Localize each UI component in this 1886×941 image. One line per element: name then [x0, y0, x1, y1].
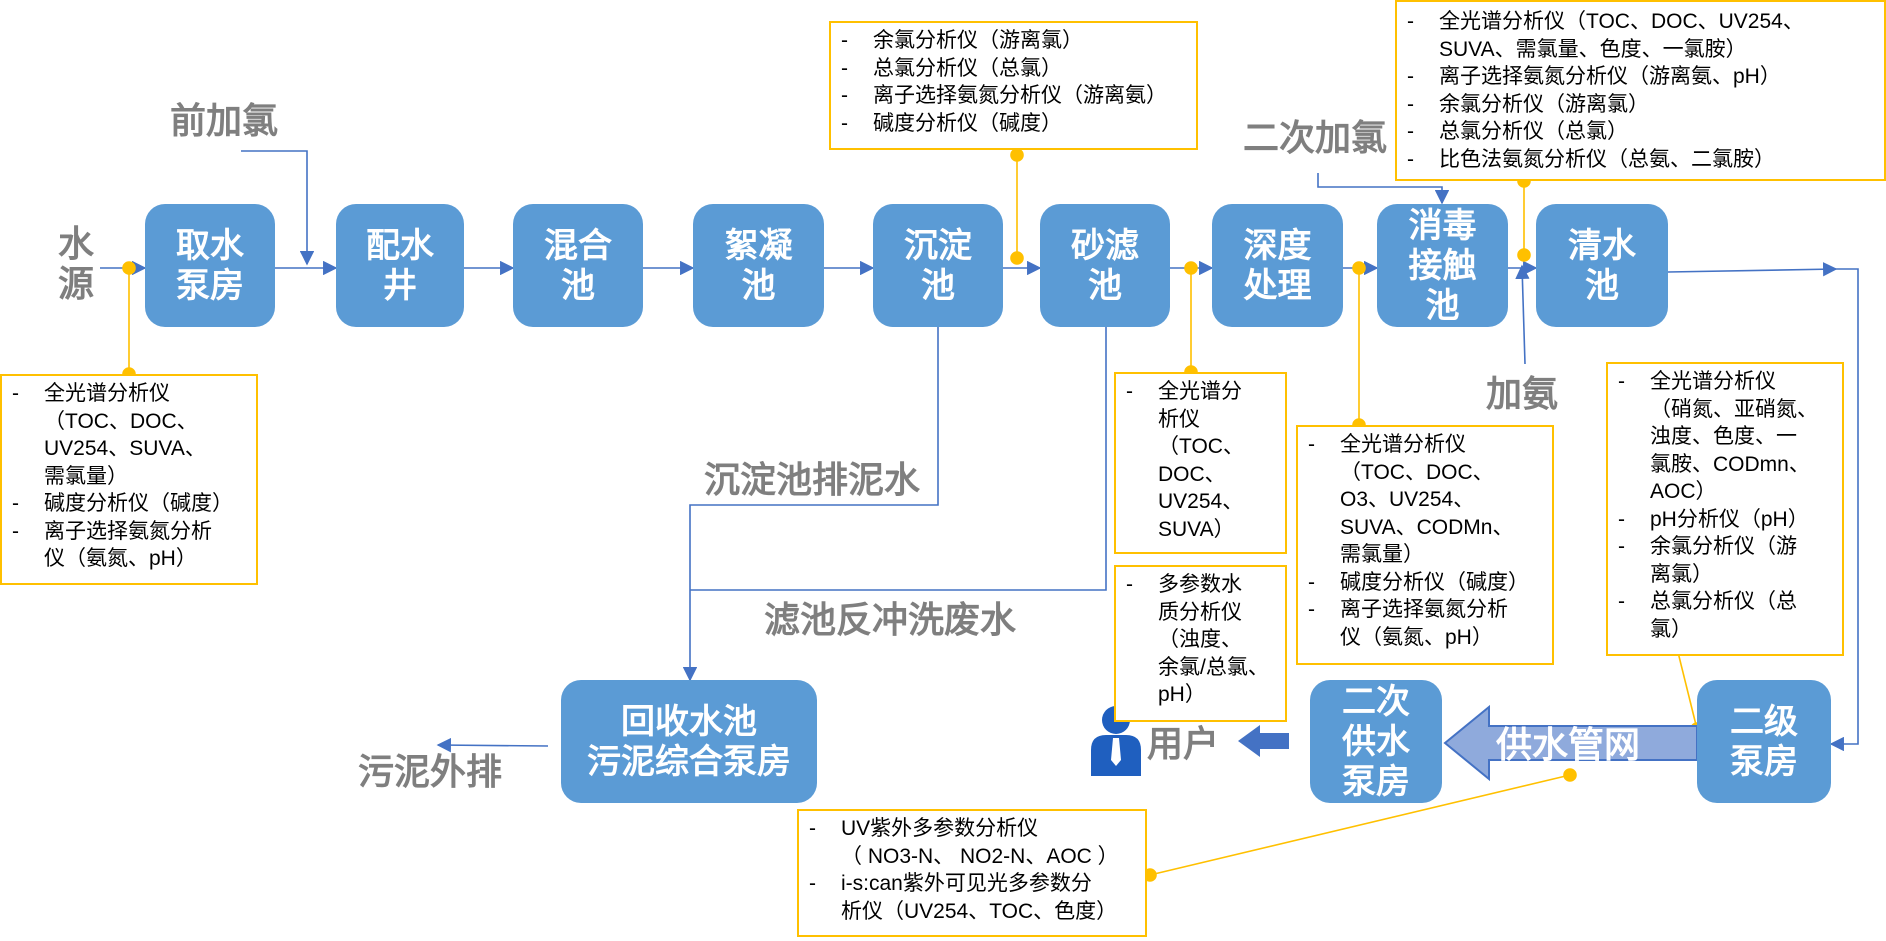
note-item: 余氯分析仪（游 离氯） — [1618, 533, 1834, 588]
label-sludge-out: 污泥外排 — [358, 751, 503, 792]
note-item: 离子选择氨氮分析 仪（氨氮、pH） — [12, 518, 248, 573]
flow-clearwater-out — [1667, 262, 1838, 277]
note-item: 离子选择氨氮分析仪（游离氨、pH） — [1407, 63, 1876, 91]
backwash-line — [690, 327, 1107, 591]
label-filter-backwash: 滤池反冲洗废水 — [764, 599, 1017, 640]
box-second-stage-pump-house: 二级 泵房 — [1697, 680, 1831, 803]
note-item: 总氯分析仪（总 氯） — [1618, 588, 1834, 643]
network-arrow — [1443, 704, 1698, 782]
note-advanced-instruments: 全光谱分析仪 （TOC、DOC、 O3、UV254、 SUVA、CODMn、 需… — [1296, 425, 1554, 665]
box-distribution-well: 配水 井 — [336, 204, 464, 327]
box-intake-pump-house: 取水 泵房 — [145, 204, 275, 327]
label-ammonia: 加氨 — [1486, 373, 1559, 414]
note-item: 离子选择氨氮分析 仪（氨氮、pH） — [1308, 596, 1544, 651]
box-mixing-tank: 混合 池 — [513, 204, 643, 327]
box-secondary-supply-pump-house: 二次 供水 泵房 — [1310, 680, 1442, 803]
note-item: 碱度分析仪（碱度） — [1308, 569, 1544, 597]
label-user: 用户 — [1147, 723, 1220, 764]
box-recovery-sludge-pump-house: 回收水池 污泥综合泵房 — [561, 680, 817, 803]
note-user-instruments: 多参数水 质分析仪 （浊度、 余氯/总氯、 pH） — [1114, 565, 1287, 722]
note-item: pH分析仪（pH） — [1618, 506, 1834, 534]
note-second-pump-instruments: 全光谱分析仪 （硝氮、亚硝氮、 浊度、色度、一 氯胺、CODmn、 AOC） p… — [1606, 362, 1844, 656]
user-arrow — [1238, 725, 1289, 757]
sludge-out-line — [436, 737, 549, 753]
note-item: 全光谱分析仪 （TOC、DOC、 UV254、SUVA、 需氯量） — [12, 380, 248, 490]
label-secondary-chlorination: 二次加氯 — [1243, 117, 1388, 158]
note-item: 全光谱分析仪 （TOC、DOC、 O3、UV254、 SUVA、CODMn、 需… — [1308, 431, 1544, 569]
note-sedimentation-instruments: 余氯分析仪（游离氯） 总氯分析仪（总氯） 离子选择氨氮分析仪（游离氨） 碱度分析… — [829, 21, 1198, 150]
sediment-drain-line — [682, 327, 939, 682]
note-item: 全光谱分析仪（TOC、DOC、UV254、 SUVA、需氯量、色度、一氯胺） — [1407, 8, 1876, 63]
note-item: 余氯分析仪（游离氯） — [841, 27, 1188, 55]
secondary-chlorination-line — [1317, 173, 1450, 205]
ammonia-line — [1515, 264, 1530, 365]
flow-to-second-pump — [1829, 268, 1859, 752]
note-item: 余氯分析仪（游离氯） — [1407, 91, 1876, 119]
box-flocculation-tank: 絮凝 池 — [693, 204, 824, 327]
pre-chlorination-line — [241, 150, 315, 266]
note-item: 碱度分析仪（碱度） — [841, 110, 1188, 138]
box-advanced-treatment: 深度 处理 — [1212, 204, 1343, 327]
label-source: 水 源 — [58, 223, 95, 305]
box-disinfection-contact-tank: 消毒 接触 池 — [1377, 204, 1508, 327]
note-source-instruments: 全光谱分析仪 （TOC、DOC、 UV254、SUVA、 需氯量） 碱度分析仪（… — [0, 374, 258, 585]
note-item: 比色法氨氮分析仪（总氨、二氯胺） — [1407, 146, 1876, 174]
label-sediment-drain: 沉淀池排泥水 — [704, 459, 921, 500]
box-sand-filter: 砂滤 池 — [1040, 204, 1170, 327]
note-item: 全光谱分 析仪 （TOC、 DOC、 UV254、 SUVA） — [1126, 378, 1277, 543]
note-item: 总氯分析仪（总氯） — [841, 55, 1188, 83]
note-item: i-s:can紫外可见光多参数分 析仪（UV254、TOC、色度） — [809, 870, 1137, 925]
note-network-instruments: UV紫外多参数分析仪 （ NO3-N、 NO2-N、AOC ） i-s:can紫… — [797, 809, 1147, 937]
note-clearwater-instruments: 全光谱分析仪（TOC、DOC、UV254、 SUVA、需氯量、色度、一氯胺） 离… — [1395, 0, 1886, 181]
note-item: UV紫外多参数分析仪 （ NO3-N、 NO2-N、AOC ） — [809, 815, 1137, 870]
note-item: 多参数水 质分析仪 （浊度、 余氯/总氯、 pH） — [1126, 571, 1277, 709]
note-item: 全光谱分析仪 （硝氮、亚硝氮、 浊度、色度、一 氯胺、CODmn、 AOC） — [1618, 368, 1834, 506]
note-filter-instruments: 全光谱分 析仪 （TOC、 DOC、 UV254、 SUVA） — [1114, 372, 1287, 554]
note-item: 碱度分析仪（碱度） — [12, 490, 248, 518]
note-item: 离子选择氨氮分析仪（游离氨） — [841, 82, 1188, 110]
box-clear-water-tank: 清水 池 — [1536, 204, 1668, 327]
label-network: 供水管网 — [1496, 724, 1641, 765]
label-pre-chlorination: 前加氯 — [170, 100, 279, 141]
box-sedimentation-tank: 沉淀 池 — [873, 204, 1003, 327]
note-item: 总氯分析仪（总氯） — [1407, 118, 1876, 146]
